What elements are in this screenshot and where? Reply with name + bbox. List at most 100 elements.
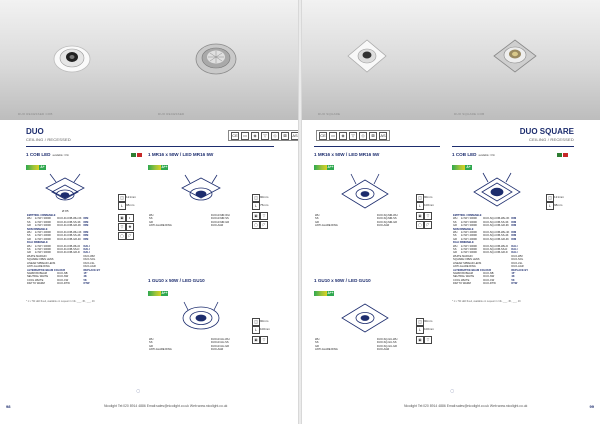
right-catalogue-page: DUO SQUARE DUO SQUARE COB CE ▭ ◈ ▽ ◇ ⊠ A… xyxy=(300,0,600,424)
dimension-text: 90mm xyxy=(424,319,433,323)
section-gu10: 1 GU10 x 50W / LED GU10 A++ xyxy=(314,278,438,301)
page-spine xyxy=(298,0,302,424)
dimension-icon: ◫ xyxy=(546,194,554,202)
depth-icon: L xyxy=(252,202,260,210)
section-heading: 1 MR16 x 50W / LED MR16 5W xyxy=(148,152,214,157)
page-number: 99 xyxy=(589,404,594,409)
class-icon: ▢ xyxy=(118,232,126,240)
dimension-text: 100mm xyxy=(424,203,435,207)
feature-icons: ▣▽ ▢◸ xyxy=(252,212,268,229)
triangle-icon: ▽ xyxy=(349,131,357,140)
flag-icons xyxy=(556,152,568,157)
round-downlight-steel-icon xyxy=(195,43,237,75)
depth-icon: L xyxy=(416,202,424,210)
footnote: * 1 x 7W LED fixed, available on request… xyxy=(452,300,521,303)
photo-caption: DUO SQUARE COB xyxy=(454,112,485,116)
flag-icon xyxy=(563,152,568,157)
energy-label: A+ xyxy=(26,165,46,170)
depth-icon: L xyxy=(416,326,424,334)
footer-contact: Nicolight Tel:020 8914 4886 Email:sales@… xyxy=(104,404,228,408)
dimension-text: 90mm xyxy=(260,195,269,199)
class-icon: ▭ xyxy=(329,131,337,140)
fixture-drawing-icon xyxy=(181,174,221,201)
section-rule xyxy=(452,146,574,147)
triangle-icon: ▽ xyxy=(261,131,269,140)
photo-caption: DUO SQUARE xyxy=(318,112,341,116)
fixture-drawing-icon: Ø 85 xyxy=(45,173,85,213)
tilt-icon: ◸ xyxy=(260,221,268,229)
diamond-icon: ◇ xyxy=(271,131,279,140)
square-downlight-steel-icon xyxy=(493,39,537,73)
table-subheader: NON DIMMABLE xyxy=(27,227,48,231)
energy-label: A++ xyxy=(148,291,168,296)
class-icon: ▢ xyxy=(252,221,260,229)
fixture-drawing-icon xyxy=(182,301,220,330)
footer-contact: Nicolight Tel:020 8914 4886 Email:sales@… xyxy=(404,404,528,408)
dimension-text: 98mm xyxy=(554,203,563,207)
diamond-icon: ◇ xyxy=(359,131,367,140)
flag-icon xyxy=(137,152,142,157)
section-rule xyxy=(26,146,148,147)
fixture-drawing-icon xyxy=(473,172,521,207)
table-subheader: EMITTING / DIMMABLE xyxy=(453,214,482,217)
ip-icon: ▣ xyxy=(252,212,260,220)
table-subheader: NON DIMMABLE xyxy=(453,227,474,231)
depth-icon: L xyxy=(546,202,554,210)
as-icon: AS xyxy=(379,131,387,140)
section-heading: 1 MR16 x 50W / LED MR16 5W xyxy=(314,152,380,157)
dim-icon: ◐ xyxy=(126,214,134,222)
flag-icon xyxy=(131,152,136,157)
page-number: 98 xyxy=(6,404,11,409)
dimension-icon: ◫ xyxy=(252,194,260,202)
beam-icon: ▽ xyxy=(260,212,268,220)
beam-icon: ▽ xyxy=(118,223,126,231)
product-photo-band xyxy=(0,0,300,120)
ce-mark-icon: CE xyxy=(319,131,327,140)
feature-icons: ▣▽ xyxy=(416,336,432,344)
section-heading: 1 GU10 x 50W / LED GU10 xyxy=(314,278,371,283)
square-downlight-white-icon xyxy=(347,39,387,73)
product-photo-duo-square: DUO SQUARE xyxy=(300,0,450,120)
dimension-text: 121mm xyxy=(554,195,565,199)
ip-icon: ◈ xyxy=(339,131,347,140)
table-subheader: DALI DIMMABLE xyxy=(453,241,474,245)
product-photo-duo-cob: DUO RECESSED COB xyxy=(0,0,150,120)
ip-icon: ▣ xyxy=(118,214,126,222)
depth-icon: L xyxy=(252,326,260,334)
class-icon: ▭ xyxy=(241,131,249,140)
dimension-text: 100mm xyxy=(424,327,435,331)
dimension-text: 98mm xyxy=(126,203,135,207)
